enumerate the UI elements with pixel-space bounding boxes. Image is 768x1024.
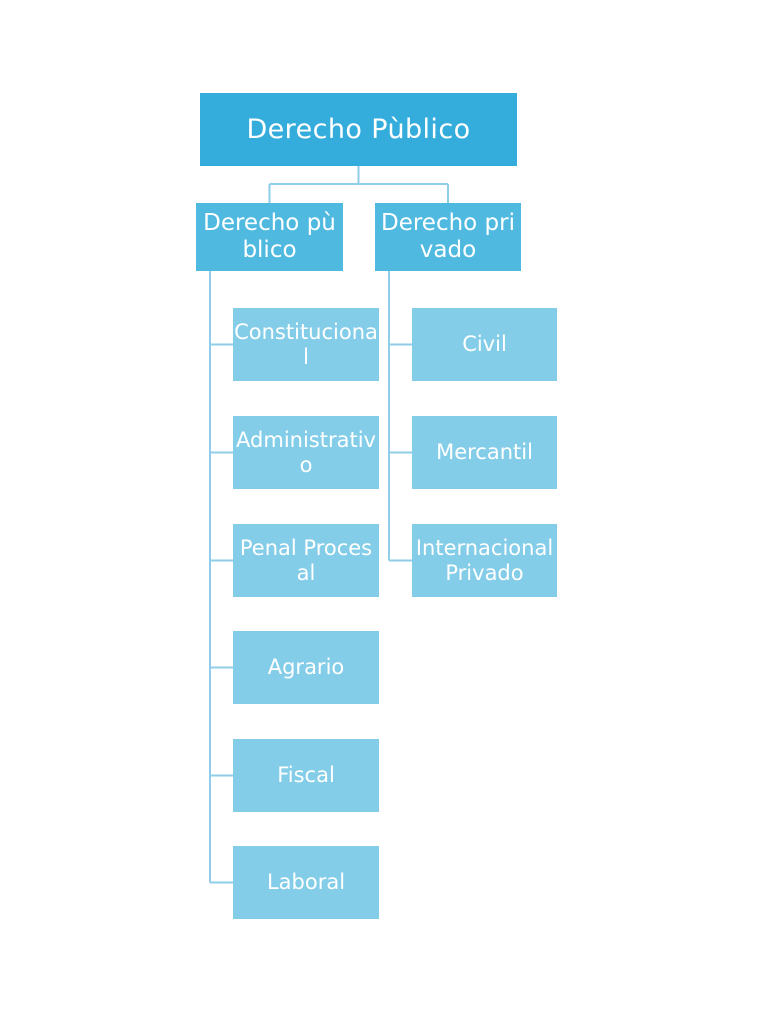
node-label: Agrario [267,655,345,680]
node-label: Internacional Privado [415,536,554,585]
node-leaf-constitucional[interactable]: Constitucional [233,308,379,381]
node-label: Constitucional [234,320,378,369]
node-label: Administrativo [236,428,376,477]
node-leaf-fiscal[interactable]: Fiscal [233,739,379,812]
node-leaf-laboral[interactable]: Laboral [233,846,379,919]
node-label: Mercantil [436,440,533,465]
node-label: Fiscal [277,763,335,788]
node-label: Penal Procesal [239,536,373,585]
node-branch-derecho-privado[interactable]: Derecho privado [375,203,521,271]
node-leaf-mercantil[interactable]: Mercantil [412,416,557,489]
node-leaf-agrario[interactable]: Agrario [233,631,379,704]
node-label: Derecho Pùblico [246,113,471,145]
node-label: Laboral [266,870,346,895]
node-leaf-penal-procesal[interactable]: Penal Procesal [233,524,379,597]
node-leaf-internacional-privado[interactable]: Internacional Privado [412,524,557,597]
node-label: Civil [462,332,507,357]
node-label: Derecho privado [380,210,515,263]
node-leaf-administrativo[interactable]: Administrativo [233,416,379,489]
node-label: Derecho pùblico [203,210,336,263]
node-derecho-publico-root[interactable]: Derecho Pùblico [200,93,517,166]
node-leaf-civil[interactable]: Civil [412,308,557,381]
node-branch-derecho-publico[interactable]: Derecho pùblico [196,203,343,271]
